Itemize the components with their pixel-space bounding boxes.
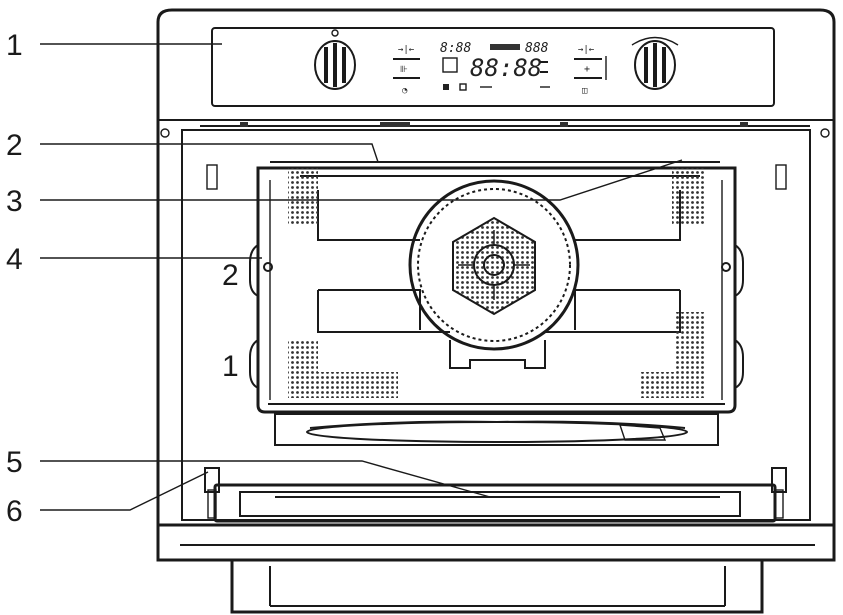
- callout-leaders: [40, 43, 683, 511]
- callout-6: 6: [6, 495, 23, 528]
- leader-3: [40, 159, 683, 201]
- left-knob: [314, 29, 356, 90]
- callout-2: 2: [6, 129, 23, 162]
- svg-text:◫: ◫: [582, 86, 588, 96]
- fan-cover: [408, 179, 580, 351]
- lower-tray: [274, 413, 719, 446]
- shelf-level-1: 1: [222, 350, 239, 383]
- leader-6: [40, 471, 209, 511]
- leader-2: [40, 143, 379, 163]
- vent-strip: [200, 122, 810, 127]
- callout-5: 5: [6, 446, 23, 479]
- side-rack-supports: [206, 164, 787, 389]
- display-top-left: 8:88: [440, 41, 471, 56]
- shelf-level-2: 2: [222, 259, 239, 292]
- oven-door: [213, 483, 777, 523]
- display-top-right: 888: [525, 41, 549, 56]
- callout-4: 4: [6, 243, 23, 276]
- display-main: 88:88: [470, 54, 542, 82]
- oven-body: [156, 8, 836, 562]
- shelf-level-labels: 2 1: [222, 259, 239, 383]
- callout-1: 1: [6, 29, 23, 62]
- right-function-buttons: →|← + ◫: [574, 45, 607, 96]
- door-hinges: [204, 467, 787, 519]
- svg-text:+: +: [584, 64, 590, 75]
- svg-text:→|←: →|←: [578, 45, 595, 55]
- callout-numbers: 1 2 3 4 5 6: [6, 29, 23, 528]
- svg-text:◔: ◔: [402, 86, 408, 96]
- control-panel: →|← ⊪ ◔ 8:88 888 88:88 →|← + ◫: [211, 27, 775, 107]
- svg-text:→|←: →|←: [398, 45, 415, 55]
- right-knob: [631, 36, 679, 90]
- leader-5: [40, 460, 491, 498]
- svg-text:⊪: ⊪: [400, 65, 408, 75]
- mesh-patches: [288, 168, 706, 398]
- digital-display: 8:88 888 88:88: [440, 41, 550, 91]
- callout-3: 3: [6, 185, 23, 218]
- bottom-plinth: [230, 560, 764, 614]
- left-function-buttons: →|← ⊪ ◔: [393, 45, 420, 96]
